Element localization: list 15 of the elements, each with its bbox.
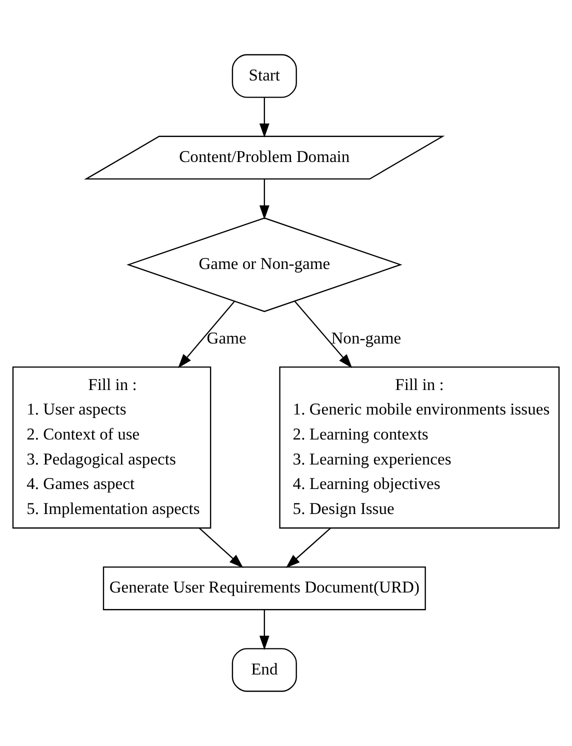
node-box: Start — [232, 54, 297, 98]
arrow — [198, 528, 244, 568]
arrow — [286, 528, 331, 568]
node-box: Fill in : 1. Generic mobile environments issues 2. Learning contexts 3. Learning experiences 4. Learning objectives 5. Design Issue — [279, 366, 560, 529]
node-diamond: Game or Non-game — [126, 217, 402, 312]
arrow — [259, 98, 270, 138]
node-box: Generate User Requirements Document(URD) — [102, 566, 426, 610]
edge-label: Non-game — [331, 328, 402, 348]
node-box: Fill in : 1. User aspects 2. Context of use 3. Pedagogical aspects 4. Games aspect 5. Implementation aspects — [12, 366, 212, 529]
arrow — [259, 179, 270, 220]
arrow — [259, 610, 270, 650]
arrow — [294, 300, 352, 368]
node-box: End — [232, 648, 297, 692]
arrow — [178, 301, 235, 368]
edge-label: Game — [206, 328, 246, 348]
